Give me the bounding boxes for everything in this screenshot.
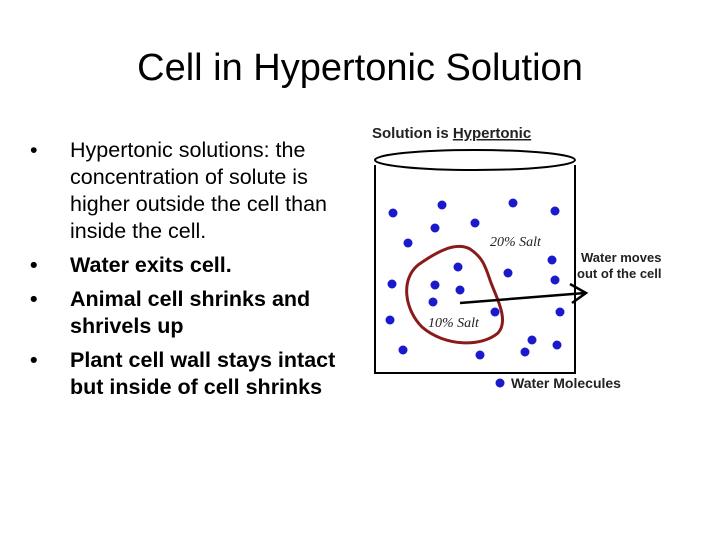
outside-salt-label: 20% Salt [490,235,542,250]
bullet-item-animal-cell: Animal cell shrinks and shrivels up [30,286,350,340]
bullet-item-plant-cell: Plant cell wall stays intact but inside … [30,347,350,401]
inside-salt-label: 10% Salt [428,316,480,331]
arrow-label-line-2: out of the cell [577,266,662,281]
diagram-heading: Solution is Hypertonic [372,125,531,142]
bullet-item-water-exits: Water exits cell. [30,252,350,279]
arrow-label-line-1: Water moves [581,250,661,265]
legend-label: Water Molecules [511,375,621,391]
beaker-rim [374,149,576,171]
bullet-item-hypertonic-definition: Hypertonic solutions: the concentration … [30,137,350,245]
slide-title: Cell in Hypertonic Solution [137,47,583,89]
hypertonic-diagram: Solution is Hypertonic 20% Salt 10% Salt [372,125,662,391]
cell-membrane [405,244,505,345]
water-exit-arrow [459,282,589,305]
water-molecules [385,198,565,360]
beaker-walls [374,165,576,374]
beaker [374,149,576,374]
bullet-list: Hypertonic solutions: the concentration … [30,137,350,408]
legend-molecule-icon [495,378,505,388]
